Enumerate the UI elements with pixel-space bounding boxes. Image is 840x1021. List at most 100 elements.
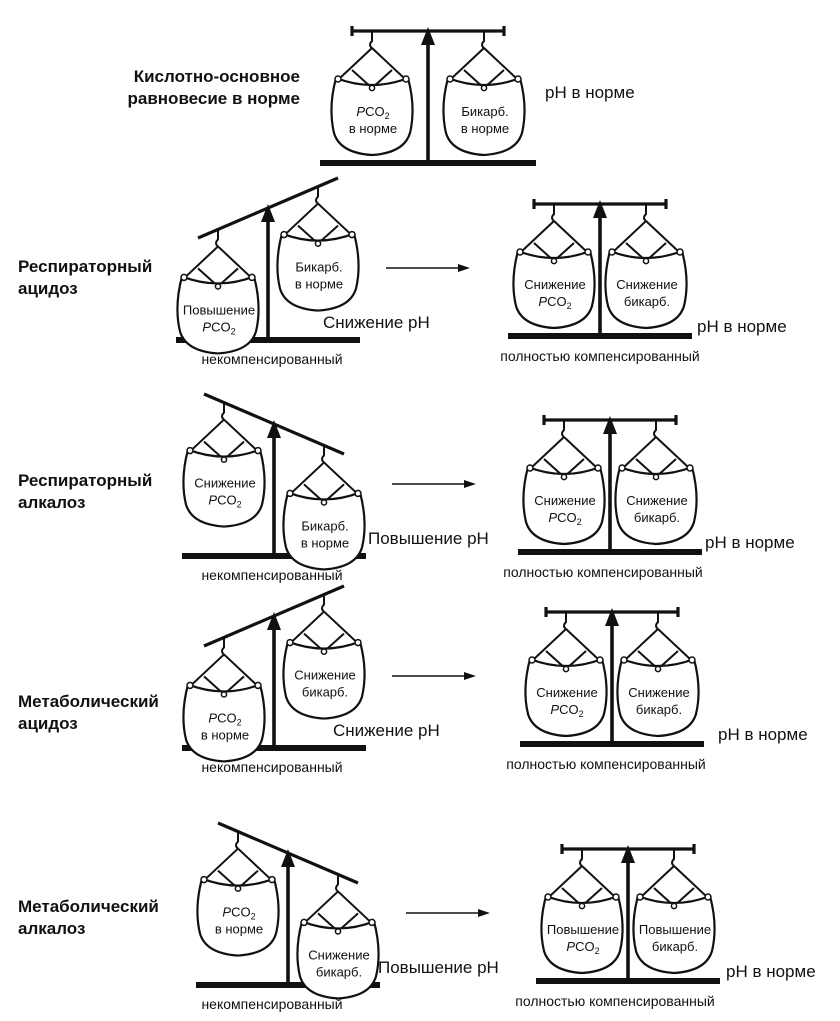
bag-label-line: в норме xyxy=(349,121,397,136)
bag-label-line: Повышение xyxy=(183,302,255,317)
scale-pivot-arrow xyxy=(281,849,295,867)
row-label-line: Метаболический xyxy=(18,897,159,916)
scale-pivot-arrow xyxy=(621,845,635,863)
state-caption: полностью компенсированный xyxy=(515,993,714,1009)
right-bag: Бикарб. в норме xyxy=(282,445,366,571)
right-bag: Бикарб. в норме xyxy=(276,186,360,312)
bag-label-line: Снижение xyxy=(194,476,255,491)
row-label-normal: Кислотно-основное равновесие в норме xyxy=(128,67,301,108)
right-bag: Снижение бикарб. xyxy=(616,612,700,738)
state-caption: полностью компенсированный xyxy=(500,348,699,364)
row-label-line: алкалоз xyxy=(18,493,85,512)
bag-label-line: Повышение xyxy=(639,922,711,937)
row-label-line: алкалоз xyxy=(18,919,85,938)
transition-arrow xyxy=(392,672,476,680)
bag-label-line: в норме xyxy=(215,922,263,937)
bag-label-line: Снижение xyxy=(626,493,687,508)
scale-pivot-arrow xyxy=(421,27,435,45)
bag-label-line: Бикарб. xyxy=(461,104,508,119)
state-caption: некомпенсированный xyxy=(201,567,342,583)
bag-label-line: Снижение xyxy=(534,493,595,508)
transition-arrow xyxy=(392,480,476,488)
bag-label-line: в норме xyxy=(301,535,349,550)
state-caption: полностью компенсированный xyxy=(503,564,702,580)
bag-label-line: бикарб. xyxy=(652,939,698,954)
right-bag: Снижение бикарб. xyxy=(604,204,688,330)
transition-arrow xyxy=(386,264,470,272)
bag-label-line: в норме xyxy=(461,121,509,136)
row-label-line: Метаболический xyxy=(18,692,159,711)
state-caption: некомпенсированный xyxy=(201,759,342,775)
bag-label-line: бикарб. xyxy=(302,685,348,700)
bag-label-line: PCO2 xyxy=(202,319,235,336)
bag-label-line: PCO2 xyxy=(208,493,241,510)
bag-label-line: Снижение xyxy=(294,668,355,683)
row-label-4: Метаболический алкалоз xyxy=(18,897,159,938)
bag-label-line: в норме xyxy=(201,727,249,742)
bag-label-line: PCO2 xyxy=(356,104,389,121)
ph-label: Повышение pH xyxy=(368,529,489,548)
row-label-3: Метаболический ацидоз xyxy=(18,692,159,733)
bag-label-line: в норме xyxy=(295,277,343,292)
scale-beam xyxy=(217,821,359,885)
bag-label-line: бикарб. xyxy=(634,510,680,525)
row-label-2: Респираторный алкалоз xyxy=(18,471,152,512)
ph-label: Снижение pH xyxy=(323,313,430,332)
transition-arrow xyxy=(406,909,490,917)
bag-label-line: Снижение xyxy=(616,277,677,292)
right-bag: Снижение бикарб. xyxy=(614,420,698,546)
bag-label-line: Бикарб. xyxy=(295,260,342,275)
bag-label-line: бикарб. xyxy=(636,702,682,717)
bag-label-line: PCO2 xyxy=(222,905,255,922)
bag-label-line: Снижение xyxy=(628,685,689,700)
scale-pivot-arrow xyxy=(267,420,281,438)
bag-label-line: Бикарб. xyxy=(301,518,348,533)
bag-label-line: Снижение xyxy=(536,685,597,700)
row-label-1: Респираторный ацидоз xyxy=(18,257,152,298)
row-label-line: ацидоз xyxy=(18,714,78,733)
scale-beam xyxy=(197,176,339,240)
ph-label: pH в норме xyxy=(705,533,795,552)
bag-label-line: Снижение xyxy=(524,277,585,292)
bag-label-line: PCO2 xyxy=(550,702,583,719)
scale-beam xyxy=(203,584,345,648)
right-bag: Повышение бикарб. xyxy=(632,849,716,975)
row-label-line: равновесие в норме xyxy=(128,89,301,108)
ph-label: pH в норме xyxy=(545,83,635,102)
scale-pivot-arrow xyxy=(605,608,619,626)
row-label-line: Респираторный xyxy=(18,257,152,276)
bag-label-line: PCO2 xyxy=(538,294,571,311)
scale-pivot-arrow xyxy=(603,416,617,434)
state-caption: некомпенсированный xyxy=(201,351,342,367)
bag-label-line: PCO2 xyxy=(548,510,581,527)
bag-label-line: Снижение xyxy=(308,947,369,962)
right-bag: Бикарб. в норме xyxy=(442,31,526,157)
bag-label-line: бикарб. xyxy=(316,964,362,979)
scale-pivot-arrow xyxy=(261,204,275,222)
row-label-line: Респираторный xyxy=(18,471,152,490)
ph-label: pH в норме xyxy=(718,725,808,744)
row-label-line: ацидоз xyxy=(18,279,78,298)
row-label-line: Кислотно-основное xyxy=(134,67,300,86)
ph-label: Снижение pH xyxy=(333,721,440,740)
bag-label-line: PCO2 xyxy=(566,939,599,956)
right-bag: Снижение бикарб. xyxy=(282,594,366,720)
state-caption: некомпенсированный xyxy=(201,996,342,1012)
ph-label: pH в норме xyxy=(726,962,816,981)
bag-label-line: бикарб. xyxy=(624,294,670,309)
bag-label-line: Повышение xyxy=(547,922,619,937)
